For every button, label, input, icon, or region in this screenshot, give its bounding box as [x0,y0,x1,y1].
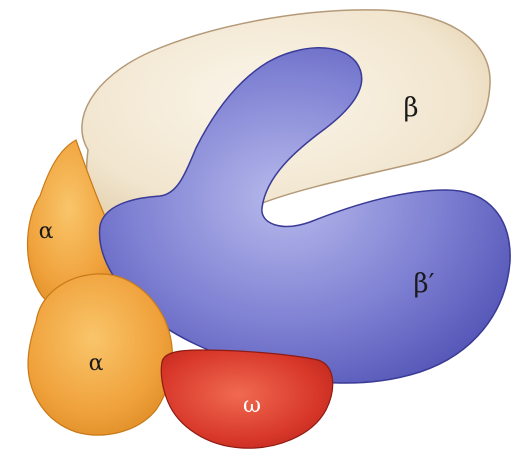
alpha-subunit-lower: α [28,274,172,435]
beta-label: β [403,93,418,123]
omega-label: ω [243,393,261,418]
alpha-lower-label: α [89,351,104,376]
omega-subunit: ω [161,350,332,448]
alpha-upper-label: α [39,219,54,244]
beta-prime-label: β′ [414,269,435,299]
